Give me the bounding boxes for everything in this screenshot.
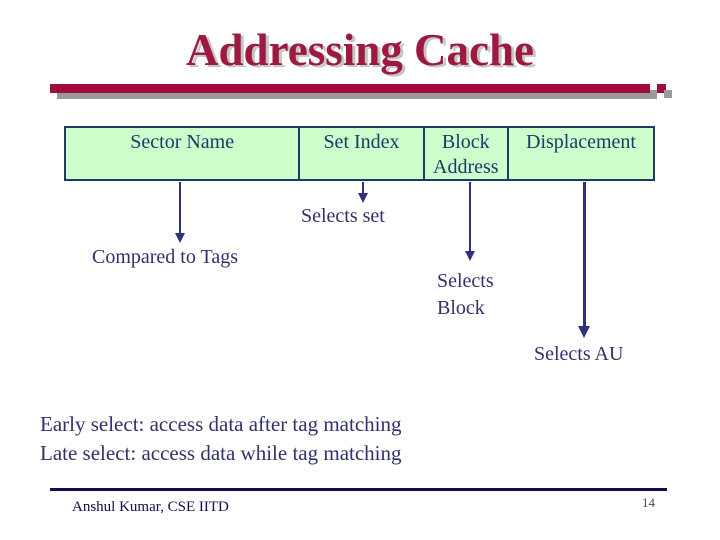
down-arrowhead-icon (465, 251, 475, 261)
notes-block: Early select: access data after tag matc… (40, 410, 402, 468)
table-cell-displacement: Displacement (526, 131, 636, 153)
footer-rule (50, 488, 667, 491)
label-selects-block: Selects Block (437, 270, 494, 319)
slide-page-number: 14 (642, 495, 655, 510)
table-cell-set-index: Set Index (300, 128, 425, 179)
note-early-select: Early select: access data after tag matc… (40, 412, 402, 436)
table-cell-block-address: Block Address (425, 128, 509, 179)
slide-title: Addressing Cache (186, 25, 534, 75)
down-arrow-icon (179, 182, 181, 234)
address-fields-table: Sector Name Set Index Block Address Disp… (64, 126, 655, 181)
title-rule-end-square (657, 84, 666, 93)
down-arrowhead-icon (175, 233, 185, 243)
down-arrowhead-icon (578, 326, 590, 338)
note-late-select: Late select: access data while tag match… (40, 441, 402, 465)
label-selects-au: Selects AU (534, 343, 624, 365)
table-cell-sector-name: Sector Name (66, 128, 301, 179)
down-arrow-icon (583, 182, 586, 327)
down-arrowhead-icon (358, 193, 368, 203)
down-arrow-icon (469, 182, 471, 252)
title-rule (50, 84, 650, 93)
label-compared-to-tags: Compared to Tags (92, 246, 238, 268)
title-rule-shadow (57, 90, 657, 99)
down-arrow-icon (362, 182, 364, 194)
label-selects-set: Selects set (301, 205, 385, 227)
title-rule-end-square-shadow (664, 90, 672, 98)
footer-author: Anshul Kumar, CSE IITD (72, 499, 229, 515)
